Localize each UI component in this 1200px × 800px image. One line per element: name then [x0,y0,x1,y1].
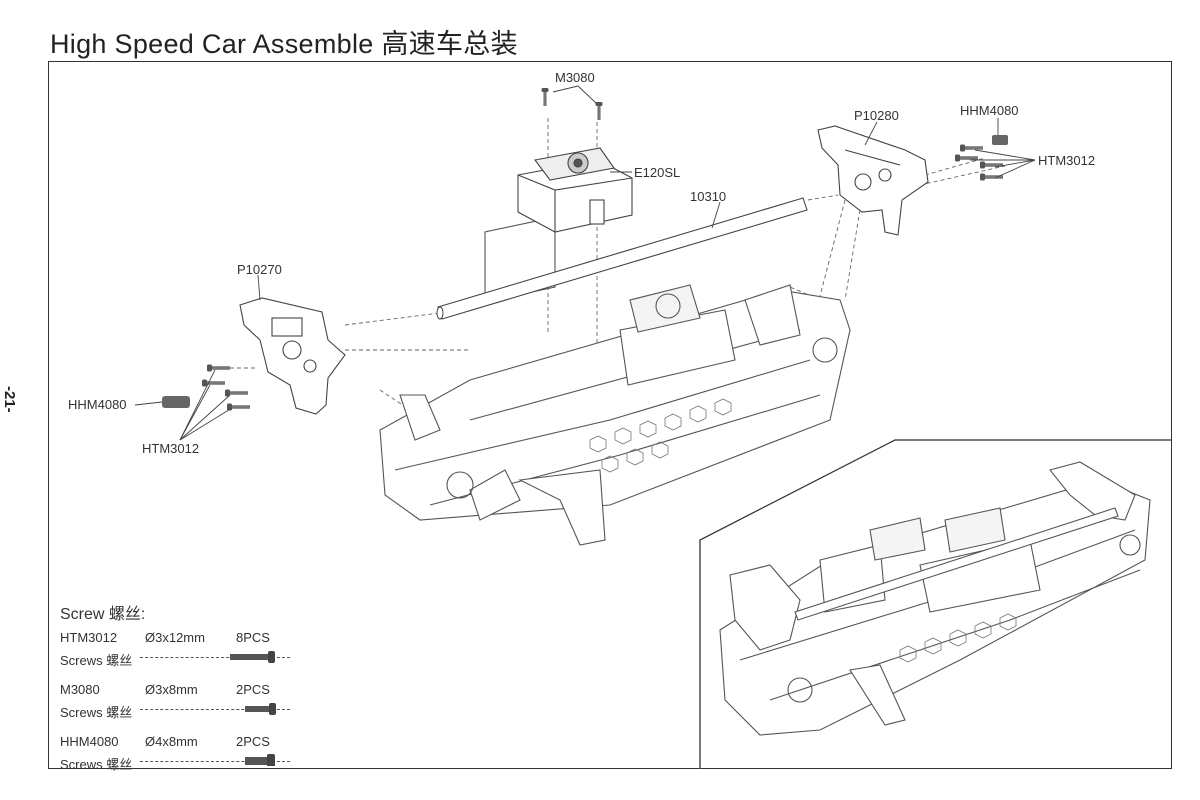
label-htm3012-left: HTM3012 [142,441,199,456]
legend-size: Ø4x8mm [145,734,198,749]
label-m3080: M3080 [555,70,595,85]
screw-m3080-left [541,88,549,106]
legend-heading: Screw 螺丝: [60,606,146,623]
legend-size: Ø3x8mm [145,682,198,697]
leader-lines [134,85,1036,441]
inset-assembled-view [699,439,1172,769]
legend-size: Ø3x12mm [145,630,205,645]
legend-qty: 2PCS [236,682,270,697]
screw-htm3012-l1 [207,364,230,372]
label-e120sl: E120SL [634,165,680,180]
legend-leader [140,657,290,658]
screw-legend: Screw 螺丝: HTM3012 Ø3x12mm 8PCS Screws 螺丝… [60,600,290,786]
screw-htm3012-r3 [980,161,1003,169]
rod-10310 [436,197,808,320]
screw-hhm4080-right [992,135,1008,145]
screw-m3080-right [595,102,603,120]
label-hhm4080-right: HHM4080 [960,103,1019,118]
screw-hhm4080-left [162,396,190,408]
label-hhm4080-left: HHM4080 [68,397,127,412]
label-htm3012-right: HTM3012 [1038,153,1095,168]
rear-mount-p10280 [817,125,929,236]
legend-leader [140,761,290,762]
screw-htm3012-l3 [225,389,248,397]
legend-desc: Screws 螺丝 [60,705,133,720]
label-p10280: P10280 [854,108,899,123]
screw-htm3012-l2 [202,379,225,387]
legend-item-htm3012: HTM3012 Ø3x12mm 8PCS Screws 螺丝 [60,630,290,682]
screw-hhm4080-icon [245,754,275,766]
legend-code: HHM4080 [60,734,119,749]
label-p10270: P10270 [237,262,282,277]
legend-item-m3080: M3080 Ø3x8mm 2PCS Screws 螺丝 [60,682,290,734]
legend-desc: Screws 螺丝 [60,653,133,668]
legend-qty: 8PCS [236,630,270,645]
chassis-honeycomb [589,398,732,473]
legend-code: M3080 [60,682,100,697]
label-rod-10310: 10310 [690,189,726,204]
legend-item-hhm4080: HHM4080 Ø4x8mm 2PCS Screws 螺丝 [60,734,290,786]
legend-leader [140,709,290,710]
page-title: High Speed Car Assemble 高速车总装 [50,29,518,59]
front-mount-p10270 [239,297,346,415]
screw-htm3012-r4 [980,173,1003,181]
esc-e120sl [517,147,633,233]
legend-desc: Screws 螺丝 [60,757,133,772]
diagram-frame [48,61,1172,769]
screw-htm3012-icon [230,651,275,663]
screw-m3080-icon [245,703,276,715]
legend-qty: 2PCS [236,734,270,749]
legend-code: HTM3012 [60,630,118,645]
